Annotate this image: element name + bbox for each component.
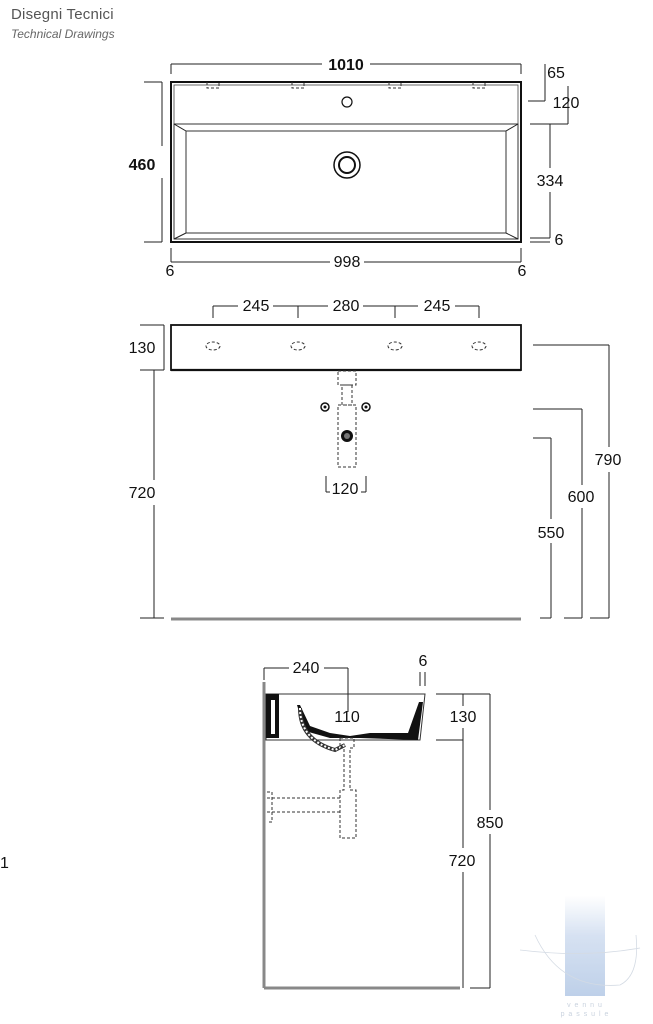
dim-waste-width: 120 [332,481,359,498]
dim-tap-zone: 120 [553,95,580,112]
dim-basin-depth: 334 [537,173,564,190]
dim-basin-height: 130 [129,340,156,357]
dim-depth-total: 460 [129,157,156,174]
watermark-text-2: p a s s u l e [561,1011,610,1018]
page-title: Disegni Tecnici [11,6,114,23]
dim-depth-top: 240 [293,660,320,677]
dim-mid-height: 600 [568,489,595,506]
dim-top-height: 790 [595,452,622,469]
front-view-basin [170,324,522,371]
watermark-logo: v e n n u p a s s u l e [519,896,641,1018]
dim-rim-thickness: 6 [419,653,428,670]
top-view: 1010 460 65 120 334 6 998 6 6 [129,57,580,280]
page-marker: 1 [0,855,9,872]
dim-waste-offset: 110 [334,709,360,726]
wall-fixing-icon [320,402,330,412]
page-subtitle: Technical Drawings [11,27,115,41]
dim-back-offset: 65 [547,65,565,82]
dim-right-rim: 6 [518,263,527,280]
watermark-text-1: v e n n u [567,1002,603,1009]
drain-icon [333,151,361,179]
top-view-bowl [173,123,519,240]
front-view: 245 280 245 130 720 120 [129,298,622,621]
dim-spacing-right: 245 [424,298,451,315]
dim-left-rim: 6 [166,263,175,280]
tap-hole-icon [341,96,353,108]
dim-side-basin-height: 130 [450,709,477,726]
dim-spacing-left: 245 [243,298,270,315]
fixing-hole-icon [290,341,306,351]
dim-low-height: 550 [538,525,565,542]
dim-front-rim: 6 [555,232,564,249]
fixing-hole-icon [387,341,403,351]
wall-fixing-icon [361,402,371,412]
dim-inner-width: 998 [334,254,361,271]
dim-floor-to-underside: 720 [129,485,156,502]
fixing-hole-icon [471,341,487,351]
dim-side-floor-to-underside: 720 [449,853,476,870]
fixing-hole-icon [205,341,221,351]
dim-total-height: 850 [477,815,504,832]
dim-spacing-mid: 280 [333,298,360,315]
dim-width-total: 1010 [328,57,364,74]
side-view: 240 110 6 130 850 720 [262,653,504,990]
top-view-outline [170,81,522,243]
